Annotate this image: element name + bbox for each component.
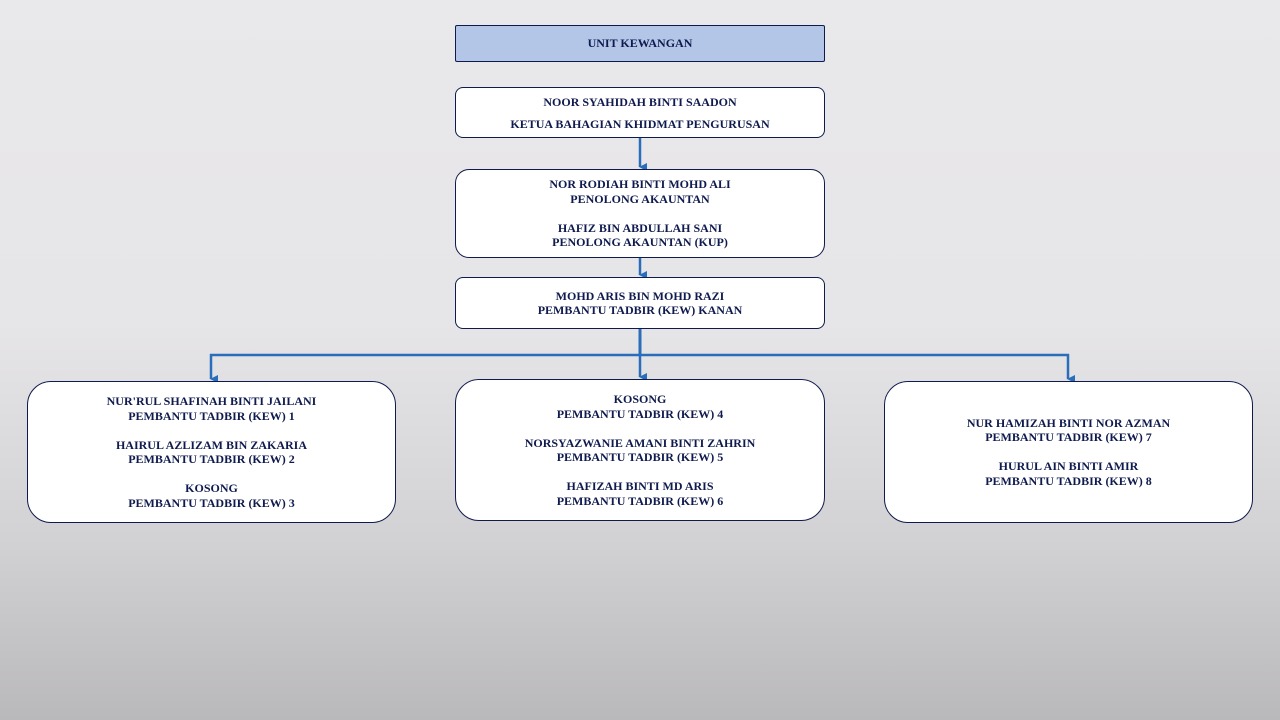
accountant-1-role: PENOLONG AKAUNTAN [570,191,710,206]
staff-role: PEMBANTU TADBIR (KEW) 5 [556,450,724,464]
senior-assistant-role: PEMBANTU TADBIR (KEW) KANAN [537,303,743,317]
staff-role: PEMBANTU TADBIR (KEW) 7 [985,430,1152,445]
staff-name: KOSONG [613,392,667,406]
staff-group-right: NUR HAMIZAH BINTI NOR AZMAN PEMBANTU TAD… [884,381,1253,523]
accountant-1-name: NOR RODIAH BINTI MOHD ALI [549,177,731,192]
staff-name: NUR HAMIZAH BINTI NOR AZMAN [966,415,1171,430]
senior-assistant-box: MOHD ARIS BIN MOHD RAZI PEMBANTU TADBIR … [455,277,825,329]
head-role: KETUA BAHAGIAN KHIDMAT PENGURUSAN [510,116,770,131]
accountant-2-role: PENOLONG AKAUNTAN (KUP) [552,235,728,250]
unit-title-box: UNIT KEWANGAN [455,25,825,62]
staff-role: PEMBANTU TADBIR (KEW) 6 [556,493,724,508]
head-box: NOOR SYAHIDAH BINTI SAADON KETUA BAHAGIA… [455,87,825,138]
head-name: NOOR SYAHIDAH BINTI SAADON [543,94,737,109]
staff-name: NUR'RUL SHAFINAH BINTI JAILANI [106,394,317,408]
senior-assistant-name: MOHD ARIS BIN MOHD RAZI [555,288,725,303]
staff-name: HAIRUL AZLIZAM BIN ZAKARIA [115,437,308,452]
accountant-2-name: HAFIZ BIN ABDULLAH SANI [557,220,723,235]
staff-name: HAFIZAH BINTI MD ARIS [566,479,714,493]
staff-group-middle: KOSONG PEMBANTU TADBIR (KEW) 4 NORSYAZWA… [455,379,825,521]
staff-role: PEMBANTU TADBIR (KEW) 4 [556,406,724,421]
accountants-box: NOR RODIAH BINTI MOHD ALI PENOLONG AKAUN… [455,169,825,258]
staff-role: PEMBANTU TADBIR (KEW) 2 [128,452,295,466]
staff-name: KOSONG [185,481,238,495]
staff-name: HURUL AIN BINTI AMIR [998,459,1139,474]
staff-role: PEMBANTU TADBIR (KEW) 3 [128,495,295,510]
staff-role: PEMBANTU TADBIR (KEW) 8 [985,473,1152,488]
unit-title: UNIT KEWANGAN [587,36,693,51]
staff-name: NORSYAZWANIE AMANI BINTI ZAHRIN [524,435,756,450]
staff-role: PEMBANTU TADBIR (KEW) 1 [128,408,295,423]
staff-group-left: NUR'RUL SHAFINAH BINTI JAILANI PEMBANTU … [27,381,396,523]
